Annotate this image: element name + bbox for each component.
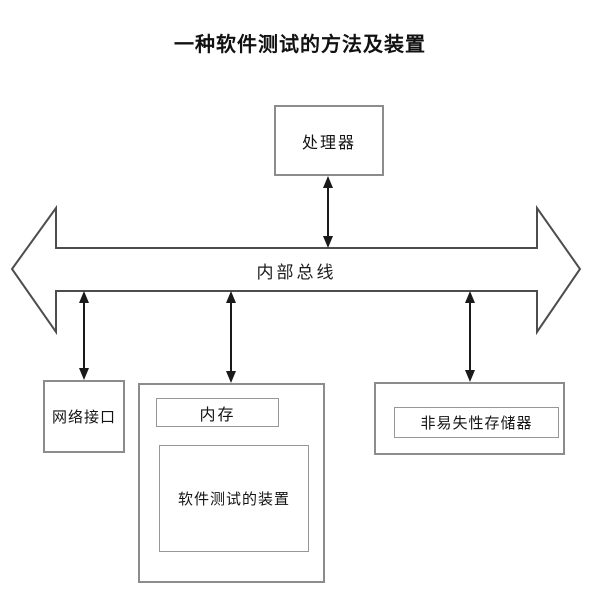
connector-bus-network-arrow (79, 291, 89, 380)
nonvolatile-storage-label: 非易失性存储器 (420, 414, 533, 432)
memory-title-box: 内存 (156, 398, 279, 427)
diagram-title: 一种软件测试的方法及装置 (174, 34, 426, 56)
nonvolatile-storage-title-box: 非易失性存储器 (394, 407, 559, 438)
processor-box: 处理器 (274, 105, 384, 176)
network-interface-label: 网络接口 (51, 408, 116, 426)
connector-bus-nvm-arrow (465, 291, 475, 382)
internal-bus-label: 内部总线 (256, 262, 337, 283)
software-testing-device-label: 软件测试的装置 (177, 490, 290, 508)
nonvolatile-storage-box: 非易失性存储器 (374, 382, 565, 455)
memory-box: 内存 软件测试的装置 (138, 383, 325, 583)
connector-bus-memory-arrow (226, 291, 236, 383)
memory-label: 内存 (199, 404, 236, 424)
network-interface-box: 网络接口 (43, 380, 125, 453)
connector-processor-bus-arrow (323, 176, 333, 248)
processor-label: 处理器 (301, 132, 356, 152)
software-testing-device-box: 软件测试的装置 (159, 445, 309, 552)
internal-bus-arrow (10, 204, 582, 336)
